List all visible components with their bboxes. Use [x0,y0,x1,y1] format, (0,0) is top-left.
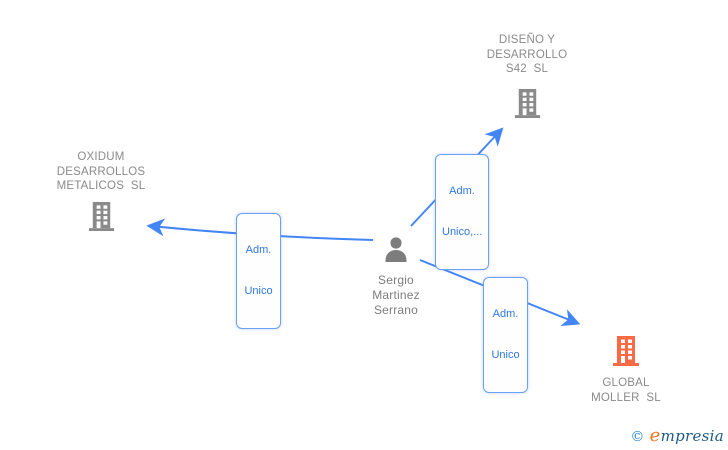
edge-label-line: Unico [491,348,520,361]
node-company-oxidum-label: OXIDUM DESARROLLOS METALICOS SL [31,150,171,194]
node-company-disenio-label: DISEÑO Y DESARROLLO S42 SL [457,33,597,77]
node-company-disenio[interactable]: DISEÑO Y DESARROLLO S42 SL [457,33,597,124]
node-label-line: GLOBAL [602,377,650,389]
edge-label-line: Adm. [492,308,519,320]
node-label-line: DISEÑO Y [498,34,556,46]
node-company-global-label: GLOBAL MOLLER SL [566,376,686,405]
edge-label-line: Adm. [449,185,475,197]
edge-label-line: Adm. [245,244,272,256]
edge-label-adm-unico-disenio[interactable]: Adm. Unico,... [435,154,489,270]
brand-initial: e [649,425,661,446]
building-icon[interactable] [512,88,543,124]
node-label-line: OXIDUM [77,151,125,163]
empresia-watermark[interactable]: ©empresia [630,425,724,446]
node-label-line: DESARROLLOS [56,165,146,178]
node-label-line: S42 SL [505,63,549,75]
edge-label-line: Unico,... [442,225,483,238]
node-person-sergio[interactable]: Sergio Martinez Serrano [336,236,456,318]
edge-label-adm-unico-oxidum[interactable]: Adm. Unico [236,213,281,329]
node-label-line: DESARROLLO [486,48,568,61]
node-label-line: Sergio [378,273,414,287]
node-company-oxidum[interactable]: OXIDUM DESARROLLOS METALICOS SL [31,150,171,237]
node-person-label: Sergio Martinez Serrano [336,273,456,318]
building-icon[interactable] [86,201,117,237]
building-icon[interactable] [610,335,642,372]
node-label-line: Martinez [372,288,420,302]
node-label-line: METALICOS SL [56,180,146,192]
edge-label-line: Unico [244,284,273,297]
node-label-line: Serrano [373,303,419,317]
brand-name: mpresia [660,427,724,445]
edge-label-adm-unico-global[interactable]: Adm. Unico [483,277,528,393]
person-icon[interactable] [382,236,410,269]
node-label-line: MOLLER SL [591,391,661,404]
copyright-icon: © [630,429,645,445]
node-company-global[interactable]: GLOBAL MOLLER SL [566,335,686,405]
